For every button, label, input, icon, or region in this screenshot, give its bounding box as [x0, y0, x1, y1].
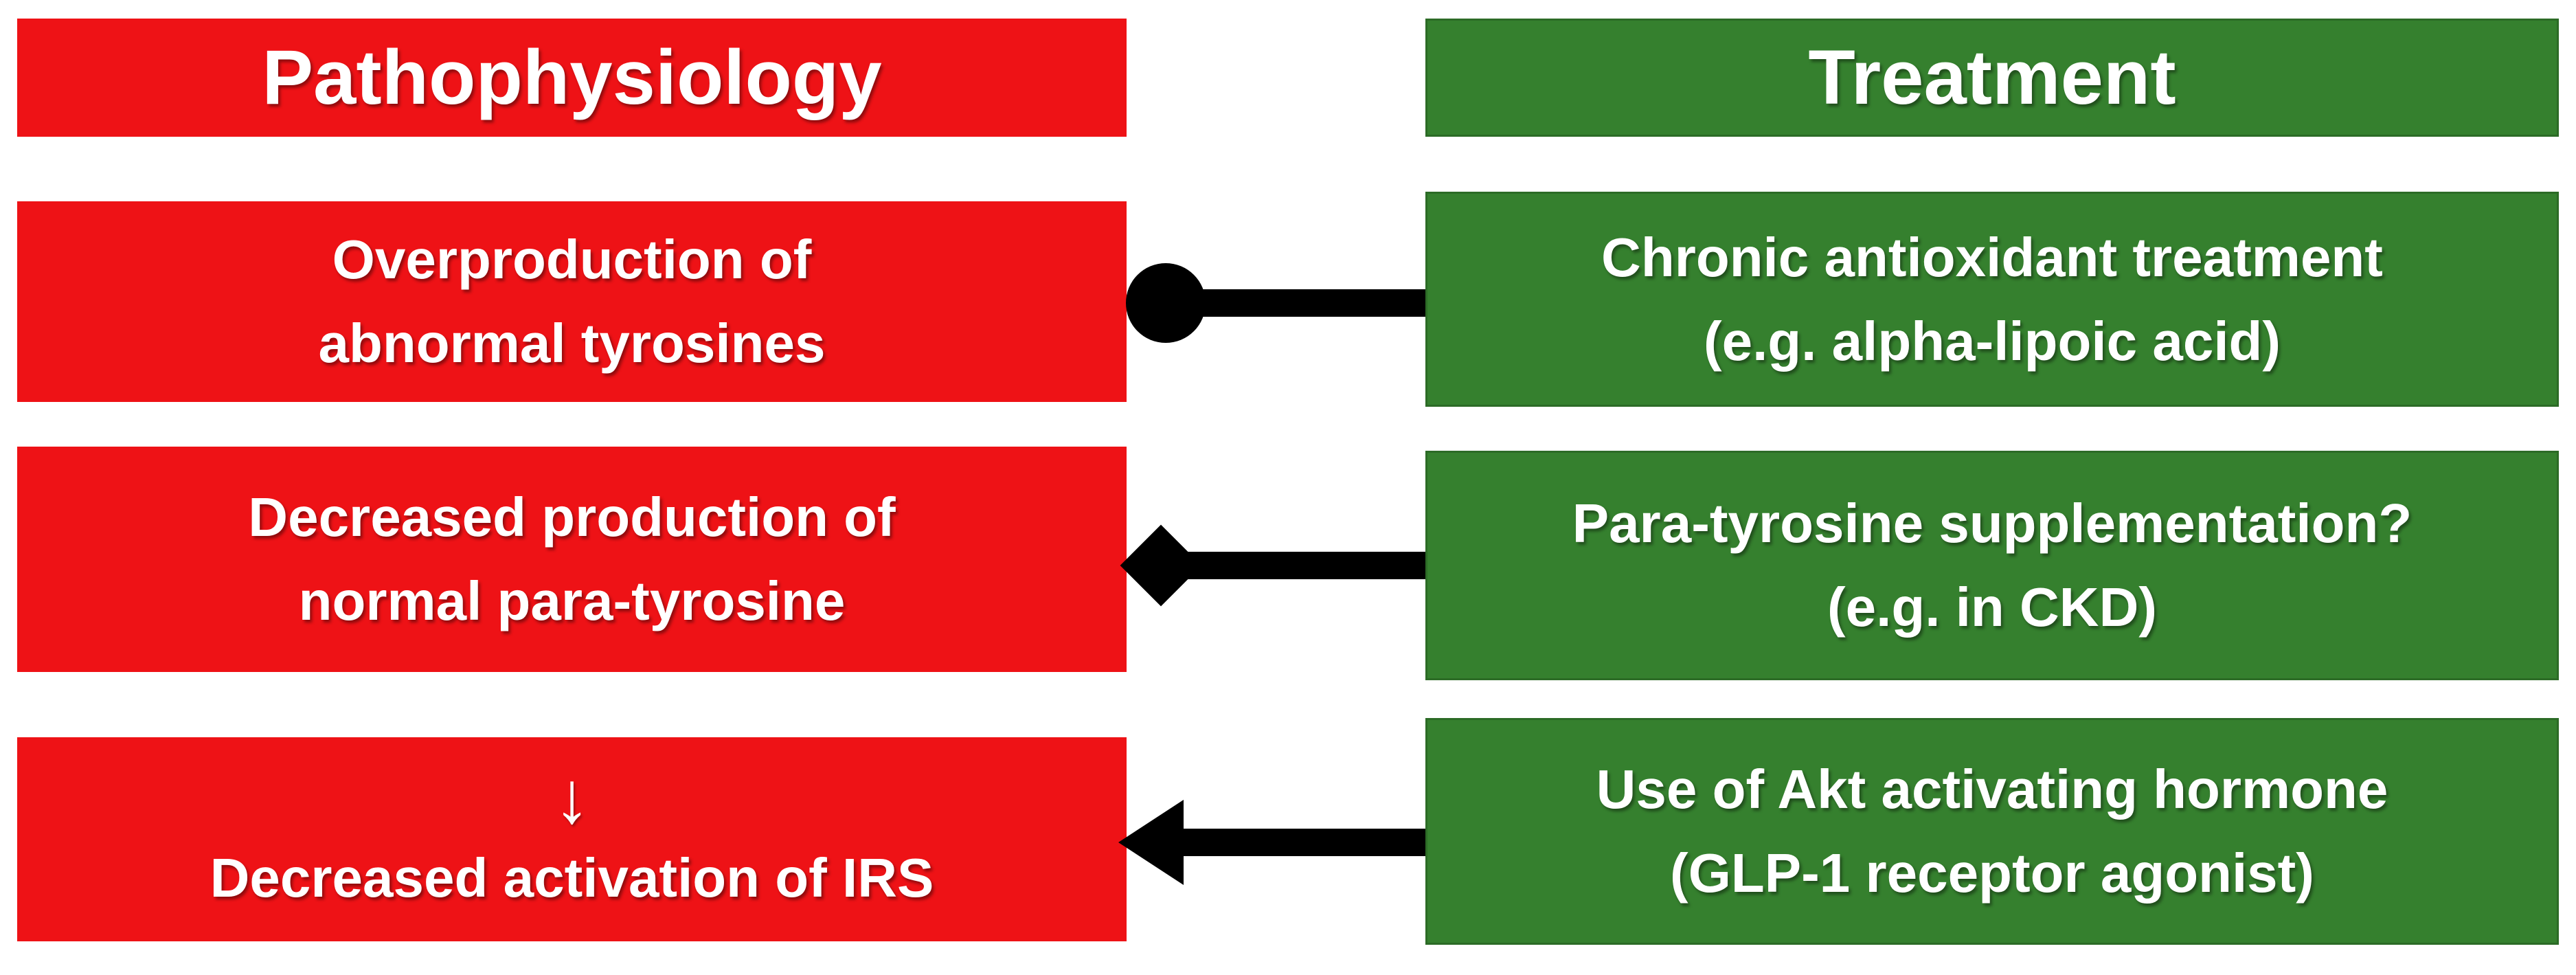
patho-box-overproduction: Overproduction of abnormal tyrosines: [17, 201, 1127, 402]
treatment-box-antioxidant: Chronic antioxidant treatment (e.g. alph…: [1425, 192, 2559, 407]
connector-row1-line: [1166, 289, 1425, 317]
arrowhead-left-icon: [1118, 800, 1184, 885]
treatment-box-glp1: Use of Akt activating hormone (GLP-1 rec…: [1425, 718, 2559, 945]
pathophysiology-header: Pathophysiology: [17, 19, 1127, 137]
patho-box-decreased-production: Decreased production of normal para-tyro…: [17, 447, 1127, 672]
pathophysiology-header-label: Pathophysiology: [262, 34, 882, 120]
patho-box-decreased-production-line-1: Decreased production of: [248, 486, 896, 548]
treatment-box-antioxidant-line-2: (e.g. alpha-lipoic acid): [1703, 310, 2281, 372]
diamond-terminator-icon: [1120, 524, 1202, 607]
down-arrow-icon: ↓: [554, 757, 590, 838]
treatment-box-glp1-line-2: (GLP-1 receptor agonist): [1670, 842, 2314, 904]
treatment-header: Treatment: [1425, 19, 2559, 137]
treatment-box-glp1-line-1: Use of Akt activating hormone: [1596, 759, 2388, 820]
patho-box-decreased-irs-activation-line-2: Decreased activation of IRS: [210, 847, 934, 908]
treatment-box-para-tyrosine: Para-tyrosine supplementation? (e.g. in …: [1425, 451, 2559, 680]
connector-row2-line: [1161, 552, 1425, 579]
treatment-box-para-tyrosine-line-2: (e.g. in CKD): [1827, 576, 2157, 638]
circle-terminator-icon: [1126, 263, 1206, 343]
treatment-box-antioxidant-line-1: Chronic antioxidant treatment: [1601, 226, 2383, 288]
patho-box-overproduction-line-2: abnormal tyrosines: [318, 313, 826, 374]
patho-box-overproduction-line-1: Overproduction of: [332, 229, 812, 290]
connector-row3-line: [1183, 829, 1425, 856]
treatment-box-para-tyrosine-line-1: Para-tyrosine supplementation?: [1572, 493, 2413, 554]
patho-box-decreased-irs-activation: ↓ Decreased activation of IRS: [17, 737, 1127, 941]
patho-box-decreased-production-line-2: normal para-tyrosine: [298, 570, 846, 631]
treatment-header-label: Treatment: [1808, 34, 2176, 120]
